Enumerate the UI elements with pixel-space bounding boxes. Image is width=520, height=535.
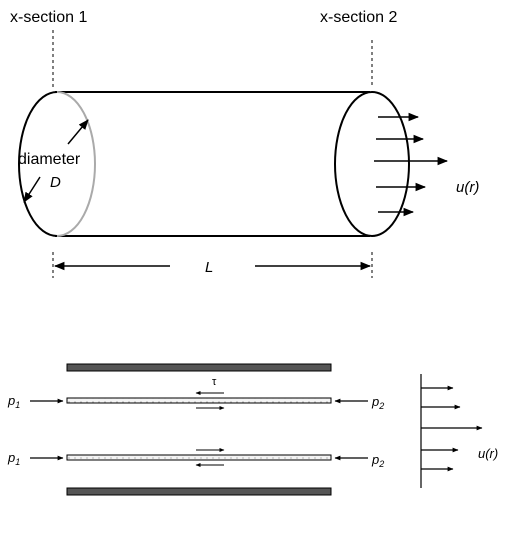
diameter-symbol: D	[50, 174, 61, 191]
channel-top-wall	[66, 363, 332, 372]
diameter-arrow-upper	[67, 119, 89, 145]
length-symbol: L	[205, 259, 213, 276]
diameter-arrow-lower	[23, 176, 41, 203]
pressure-right-upper-label: p2	[371, 394, 384, 411]
cylinder-right-end	[334, 91, 410, 237]
shear-symbol: τ	[212, 376, 217, 388]
pressure-left-lower-label: p1	[7, 450, 20, 467]
fluid-strip-upper	[66, 397, 332, 404]
fluid-strip-lower	[66, 454, 332, 461]
diameter-label: diameter	[18, 151, 81, 168]
pressure-right-lower-label: p2	[371, 452, 384, 469]
pressure-left-upper-label: p1	[7, 393, 20, 410]
section2-label: x-section 2	[320, 9, 397, 26]
cylinder-left-end-front	[56, 91, 96, 237]
profile-label-bottom: u(r)	[478, 446, 498, 461]
section1-label: x-section 1	[10, 9, 87, 26]
cylinder-left-end-back	[18, 91, 58, 237]
profile-label-top: u(r)	[456, 179, 479, 196]
channel-bottom-wall	[66, 487, 332, 496]
